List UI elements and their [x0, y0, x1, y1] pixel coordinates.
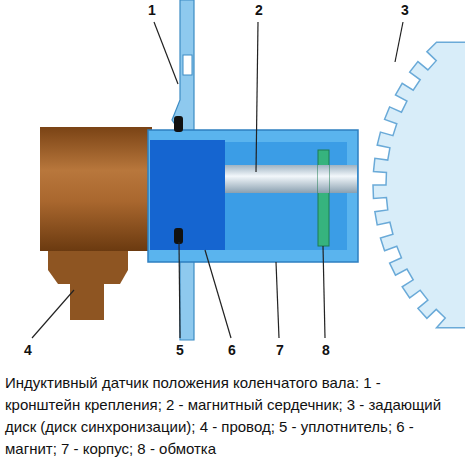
callout-number: 2	[255, 2, 263, 18]
seal	[174, 116, 183, 132]
leader-lines	[32, 22, 403, 338]
core-through-coil	[318, 165, 329, 193]
wire	[70, 284, 104, 320]
callout-number: 1	[148, 2, 156, 18]
callout-number: 7	[276, 342, 284, 358]
callout-number: 5	[176, 342, 184, 358]
timing-disc	[373, 42, 465, 327]
coil	[318, 150, 329, 246]
connector	[48, 251, 128, 284]
callout-number: 6	[228, 342, 236, 358]
coil-cavity	[225, 142, 347, 250]
callout-number: 4	[24, 342, 32, 358]
callout-number: 3	[401, 2, 409, 18]
sensor-rear-body	[40, 127, 152, 251]
magnetic-core	[225, 165, 357, 193]
seal	[174, 228, 183, 244]
magnet	[150, 140, 225, 250]
figure-caption: Индуктивный датчик положения коленчатого…	[5, 372, 460, 460]
callout-number: 8	[322, 342, 330, 358]
